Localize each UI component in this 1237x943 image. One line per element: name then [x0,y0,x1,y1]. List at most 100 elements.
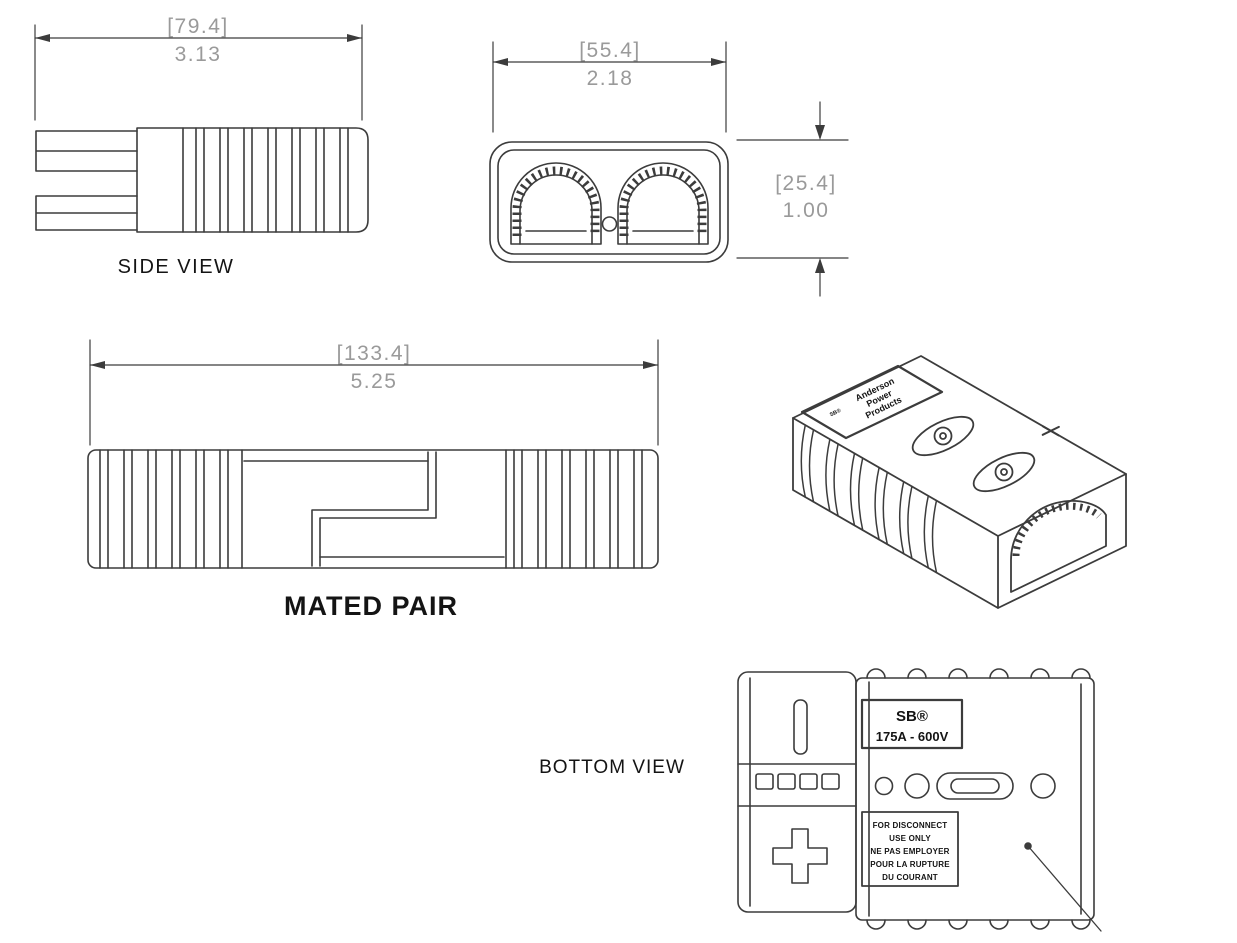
iso-oval-recess-1 [911,415,975,457]
vent-slots [755,773,840,790]
side-view: [79.4] 3.13 SIDE VIEW [34,15,369,278]
arch-opening-left [510,162,602,245]
mated-left-ribs [99,449,229,569]
mated-body-outline [87,449,659,569]
mated-pair-view: [133.4] 5.25 MATED PAIR [87,339,659,621]
mated-pair-label: MATED PAIR [284,591,458,621]
iso-part [792,355,1127,609]
mated-width-in: 5.25 [351,370,398,393]
front-height-in: 1.00 [783,199,830,222]
dim-extension-lines [492,41,727,133]
arch-right-hatch [619,166,707,236]
side-upper-tongue [35,130,138,172]
arrow-left-icon [493,58,508,66]
side-width-mm: [79.4] [167,15,229,38]
isometric-view: Anderson Power Products SB® [792,355,1127,609]
dim-arrows [815,125,825,273]
mated-pair-part [87,449,659,569]
warning-text-line-4: POUR LA RUPTURE [870,860,950,869]
vent-slot [799,773,818,790]
iso-body-outline [792,355,1127,609]
product-label-box [860,698,964,750]
mated-width-mm: [133.4] [337,342,412,365]
end-cap-dividers [737,763,857,807]
side-view-part [35,127,369,233]
warning-box [861,811,959,887]
front-body-inner [497,149,721,255]
iso-mating-arch [1010,500,1107,593]
iso-label-plate [800,364,944,440]
product-label-name: SB® [896,708,928,725]
iso-contact-2-pin [1000,468,1008,476]
main-housing-outline [855,677,1095,921]
warning-text-line-5: DU COURANT [882,873,938,882]
side-view-label: SIDE VIEW [118,256,235,278]
arch-left-hatch [512,166,600,236]
iso-internal-edges [792,417,1127,609]
iso-rib-lines [800,424,938,574]
hole-medium-left [904,773,930,799]
arrow-up-icon [815,258,825,273]
side-rib-lines [195,127,349,233]
arrow-down-icon [815,125,825,140]
arch-opening-right-inner [626,174,700,245]
warning-text-line-2: USE ONLY [889,834,931,843]
slot-inner [950,778,1000,794]
product-label-rating: 175A - 600V [876,729,949,744]
side-view-width-dimension [34,24,363,121]
leader-dot [1024,842,1032,850]
dim-arrows [90,361,658,369]
front-view-width-dimension [492,41,727,133]
arch-opening-left-inner [519,174,593,245]
iso-contact-2 [994,462,1014,482]
front-height-mm: [25.4] [775,172,837,195]
vent-slot [821,773,840,790]
arrow-left-icon [90,361,105,369]
iso-oval-recess-2 [972,451,1036,493]
dim-extension-lines [34,24,363,121]
mated-interlock-step-offset [319,451,437,567]
front-view-height-dimension [736,101,849,297]
front-width-in: 2.18 [587,67,634,90]
mated-pair-width-dimension [89,339,659,446]
leader-line [1027,845,1102,932]
vent-slot [777,773,796,790]
iso-model-text: SB® [829,407,843,418]
side-body-outline [136,127,369,233]
front-view: [55.4] 2.18 [25.4] 1.00 [489,39,849,297]
dim-arrows [493,58,726,66]
hole-small [874,776,894,796]
main-housing-inner-lines [868,681,1082,917]
center-hole [601,216,618,232]
arrow-right-icon [643,361,658,369]
hole-medium-right [1030,773,1056,799]
dim-arrows [35,34,362,42]
housing-bumps-top [866,668,1091,679]
front-width-mm: [55.4] [579,39,641,62]
warning-text-line-1: FOR DISCONNECT [873,821,948,830]
mated-right-ribs [513,449,643,569]
side-lower-tongue [35,195,138,231]
mated-inner-lines [243,460,505,558]
bottom-view-part [737,668,1102,932]
arrow-right-icon [347,34,362,42]
mounting-holes [874,772,1056,800]
slot-outer [936,772,1014,800]
arrow-right-icon [711,58,726,66]
mated-interlock-step [311,451,429,567]
plus-symbol [772,828,828,884]
dim-extension-lines [736,139,849,259]
housing-bumps-bottom [866,919,1091,930]
warning-text-line-3: NE PAS EMPLOYER [870,847,949,856]
front-body-outline [489,141,729,263]
bottom-view-label: BOTTOM VIEW [539,757,685,778]
iso-plus-mark [1041,425,1060,437]
mated-rib-separators [241,449,507,569]
front-view-part [489,141,729,263]
iso-contact-1-pin [939,432,947,440]
side-width-in: 3.13 [175,43,222,66]
arrow-left-icon [35,34,50,42]
dim-extension-lines [89,339,659,446]
vent-slot [755,773,774,790]
